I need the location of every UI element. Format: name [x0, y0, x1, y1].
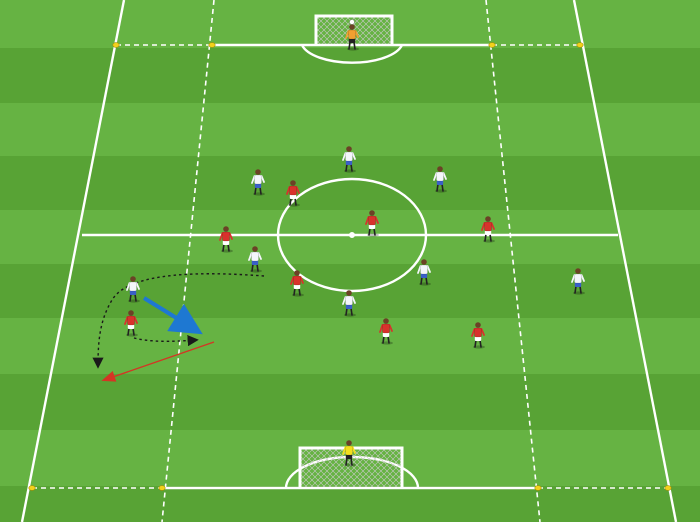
grass-stripe: [0, 374, 700, 430]
white-goalkeeper-figure-icon: [345, 24, 359, 51]
red-player-figure-icon: [219, 226, 233, 253]
red-goalkeeper-figure-icon: [342, 440, 356, 467]
dribble-path-icon: [133, 335, 199, 347]
movement-arrows: [92, 273, 265, 382]
cone-marker-icon: [208, 42, 216, 48]
red-player-figure-icon: [379, 318, 393, 345]
white-player-figure-icon: [251, 169, 265, 196]
dribble-path-icon: [92, 273, 265, 369]
ball-icon: [349, 19, 355, 25]
top-goal-arc: [300, 44, 404, 64]
players: [124, 24, 585, 467]
grass-stripe: [0, 486, 700, 522]
center-circle: [276, 177, 428, 293]
red-player-figure-icon: [290, 270, 304, 297]
white-player-figure-icon: [571, 268, 585, 295]
cone-marker-icon: [488, 42, 496, 48]
cone-marker-icon: [158, 485, 166, 491]
cone-marker-icon: [28, 485, 36, 491]
red-player-figure-icon: [471, 322, 485, 349]
white-player-figure-icon: [248, 246, 262, 273]
right-channel-line: [485, 0, 541, 522]
goal-net-icon: [314, 14, 394, 45]
white-player-figure-icon: [433, 166, 447, 193]
cone-marker-icon: [534, 485, 542, 491]
red-player-figure-icon: [286, 180, 300, 207]
cones: [28, 42, 672, 491]
white-player-figure-icon: [417, 259, 431, 286]
right-touchline: [572, 0, 678, 522]
zone-lines-dashed: [32, 0, 668, 522]
cone-marker-icon: [576, 42, 584, 48]
left-channel-line: [161, 0, 215, 522]
cone-marker-icon: [664, 485, 672, 491]
white-player-figure-icon: [126, 276, 140, 303]
left-touchline: [20, 0, 126, 522]
white-player-figure-icon: [342, 290, 356, 317]
cone-marker-icon: [112, 42, 120, 48]
run-arrow-icon: [142, 296, 203, 335]
red-player-figure-icon: [365, 210, 379, 237]
pass-arrow-icon: [101, 341, 215, 382]
grass-stripe: [0, 318, 700, 374]
red-player-figure-icon: [481, 216, 495, 243]
grass-stripe: [0, 48, 700, 103]
red-player-figure-icon: [124, 310, 138, 337]
center-spot: [349, 231, 356, 238]
white-player-figure-icon: [342, 146, 356, 173]
